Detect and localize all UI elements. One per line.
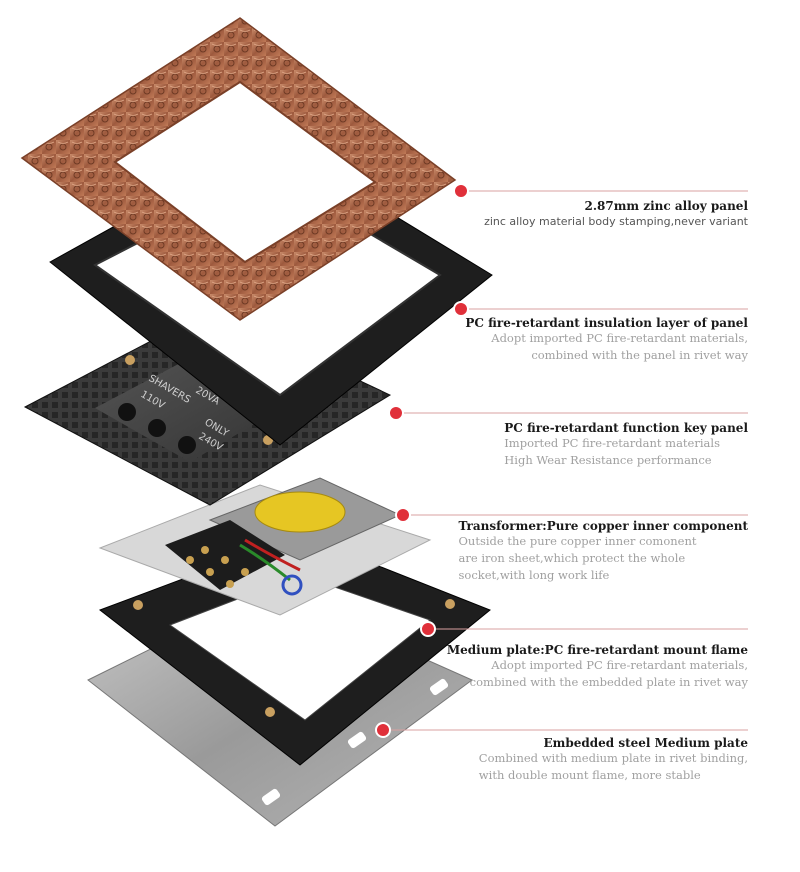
marker-3 <box>388 405 404 421</box>
callout-title: Embedded steel Medium plate <box>543 736 748 750</box>
callout-desc-line: with double mount flame, more stable <box>478 768 701 782</box>
callout-desc-line: Outside the pure copper inner comonent <box>458 534 697 548</box>
zinc-alloy-panel <box>20 17 457 321</box>
callout-mount-frame: Medium plate:PC fire-retardant mount fla… <box>447 643 748 691</box>
callout-title: 2.87mm zinc alloy panel <box>584 199 748 213</box>
callout-title: PC fire-retardant insulation layer of pa… <box>465 316 748 330</box>
callout-desc-line: Combined with medium plate in rivet bind… <box>478 751 748 765</box>
callout-title: PC fire-retardant function key panel <box>504 421 748 435</box>
callout-function-key-panel: PC fire-retardant function key panel Imp… <box>504 421 748 469</box>
marker-2 <box>453 301 469 317</box>
callout-title: Transformer:Pure copper inner component <box>458 519 749 533</box>
callout-desc-line: Imported PC fire-retardant materials <box>504 436 720 450</box>
marker-1 <box>453 183 469 199</box>
callout-desc-line: Adopt imported PC fire-retardant materia… <box>491 331 748 345</box>
marker-4 <box>395 507 411 523</box>
callout-desc-line: combined with the embedded plate in rive… <box>469 675 748 689</box>
marker-5 <box>420 621 436 637</box>
callout-desc-line: High Wear Resistance performance <box>504 453 712 467</box>
callout-desc-line: are iron sheet,which protect the whole <box>458 551 686 565</box>
callout-desc-line: zinc alloy material body stamping,never … <box>484 215 748 228</box>
marker-6 <box>375 722 391 738</box>
callout-desc-line: Adopt imported PC fire-retardant materia… <box>491 658 748 672</box>
mount-frame <box>98 534 491 766</box>
leaders <box>375 183 748 738</box>
callout-desc-line: socket,with long work life <box>458 568 610 582</box>
callout-title: Medium plate:PC fire-retardant mount fla… <box>446 643 748 657</box>
callout-desc-line: combined with the panel in rivet way <box>531 348 748 362</box>
transformer-assembly <box>98 477 432 616</box>
callout-transformer: Transformer:Pure copper inner component … <box>459 519 749 584</box>
callout-zinc-panel: 2.87mm zinc alloy panel zinc alloy mater… <box>484 199 748 230</box>
callout-insulation-layer: PC fire-retardant insulation layer of pa… <box>465 316 748 364</box>
callout-steel-plate: Embedded steel Medium plate Combined wit… <box>479 736 748 784</box>
